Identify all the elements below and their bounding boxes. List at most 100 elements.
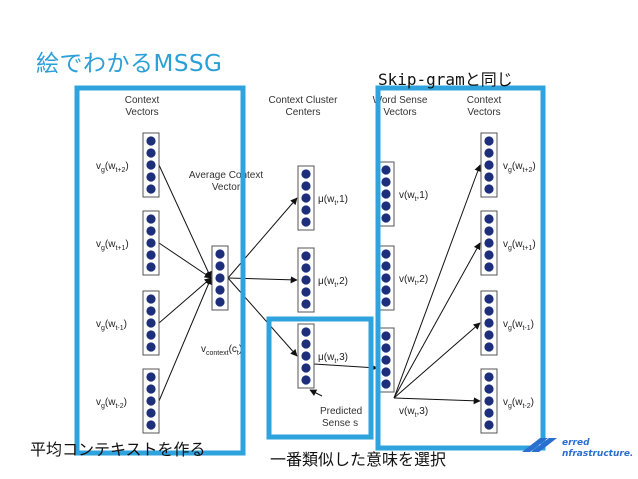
vector-node [484, 330, 494, 340]
left-vector-label: vg(wt+2) [96, 161, 129, 174]
left-vector-label: vg(wt+1) [96, 239, 129, 252]
vector-node [146, 250, 156, 260]
arrow-average-to-cluster [227, 197, 298, 279]
annotation-average-context: 平均コンテキストを作る [30, 440, 206, 459]
company-logo-icon [522, 438, 557, 452]
left-context-vector-column [142, 290, 160, 356]
vector-node [301, 339, 311, 349]
vector-node [146, 408, 156, 418]
header-word-sense-vectors: Word Sense Vectors [373, 95, 428, 118]
vector-node [381, 331, 391, 341]
svg-text:Context: Context [467, 95, 502, 106]
vector-node [484, 372, 494, 382]
annotation-skipgram: Skip-gramと同じ [378, 70, 513, 89]
arrow-cluster-to-sense [313, 363, 378, 372]
right-context-vector-column [480, 132, 498, 198]
diagram-labels: vg(wt+2)vg(wt+1)vg(wt-1)vg(wt-2)vcontext… [96, 161, 536, 419]
vector-node [146, 396, 156, 406]
arrow-context-to-average [158, 277, 212, 402]
header-average-context-vector: Average Context Vector [189, 170, 264, 193]
vector-node [301, 363, 311, 373]
vector-node [146, 384, 156, 394]
vector-node [484, 250, 494, 260]
vector-node [146, 238, 156, 248]
arrow-sense-to-output [393, 322, 481, 399]
left-context-vector-column [142, 368, 160, 434]
svg-text:Sense s: Sense s [322, 418, 358, 429]
arrow-predicted-sense [309, 389, 323, 397]
cluster-center-label: μ(wt,1) [318, 194, 348, 207]
right-vector-label: vg(wt-1) [503, 319, 534, 332]
svg-text:Centers: Centers [285, 107, 320, 118]
vector-node [381, 285, 391, 295]
vector-node [146, 160, 156, 170]
left-vector-label: vg(wt-1) [96, 319, 127, 332]
vector-node [484, 408, 494, 418]
highlight-skipgram [375, 85, 546, 451]
vector-node [484, 214, 494, 224]
vector-node [484, 294, 494, 304]
diagram-edges [158, 164, 482, 405]
highlight-context-average [74, 85, 246, 456]
vector-node [484, 420, 494, 430]
header-output-context-vectors: Context Vectors [467, 95, 502, 118]
vector-node [301, 169, 311, 179]
arrow-context-to-average [158, 242, 212, 279]
svg-text:Vectors: Vectors [125, 107, 158, 118]
arrow-average-to-cluster [227, 276, 298, 284]
vector-node [301, 327, 311, 337]
vector-node [301, 181, 311, 191]
header-context-cluster-centers: Context Cluster Centers [269, 95, 339, 118]
svg-text:Vectors: Vectors [467, 107, 500, 118]
cluster-center-label: μ(wt,3) [318, 352, 348, 365]
header-context-vectors: Context Vectors [125, 95, 160, 118]
vector-node [146, 172, 156, 182]
svg-text:Vectors: Vectors [383, 107, 416, 118]
right-context-vector-column [480, 290, 498, 356]
vector-node [215, 273, 225, 283]
svg-text:Average Context: Average Context [189, 170, 264, 181]
vector-node [381, 201, 391, 211]
vector-node [381, 367, 391, 377]
left-context-vector-column [142, 210, 160, 276]
right-vector-label: vg(wt+2) [503, 161, 536, 174]
svg-text:Word Sense: Word Sense [373, 95, 428, 106]
vector-node [484, 396, 494, 406]
arrow-sense-to-output [393, 164, 482, 399]
highlight-sense-selection [266, 316, 374, 440]
word-sense-vector-column [377, 245, 395, 311]
arrow-sense-to-output [393, 397, 481, 405]
right-context-vector-column [480, 368, 498, 434]
vector-node [381, 213, 391, 223]
vector-node [484, 148, 494, 158]
vector-node [215, 249, 225, 259]
vector-node [381, 249, 391, 259]
vector-node [301, 287, 311, 297]
right-context-vector-column [480, 210, 498, 276]
vector-node [146, 214, 156, 224]
left-context-vector-column [142, 132, 160, 198]
vector-node [146, 420, 156, 430]
arrow-context-to-average [158, 277, 212, 324]
company-logo-text: erred nfrastructure. [562, 438, 634, 459]
vector-node [381, 261, 391, 271]
cluster-center-column [297, 165, 315, 231]
vector-node [301, 299, 311, 309]
vector-node [146, 306, 156, 316]
right-vector-label: vg(wt+1) [503, 239, 536, 252]
vector-node [215, 261, 225, 271]
vector-node [301, 205, 311, 215]
vector-node [146, 372, 156, 382]
vector-node [301, 375, 311, 385]
vector-node [146, 136, 156, 146]
vector-node [484, 318, 494, 328]
vector-node [146, 318, 156, 328]
vector-node [146, 148, 156, 158]
word-sense-vector-label: v(wt,2) [399, 274, 428, 287]
vector-node [484, 160, 494, 170]
vector-node [484, 226, 494, 236]
right-vector-label: vg(wt-2) [503, 397, 534, 410]
vector-node [146, 294, 156, 304]
slide-title: 絵でわかるMSSG [36, 51, 223, 77]
